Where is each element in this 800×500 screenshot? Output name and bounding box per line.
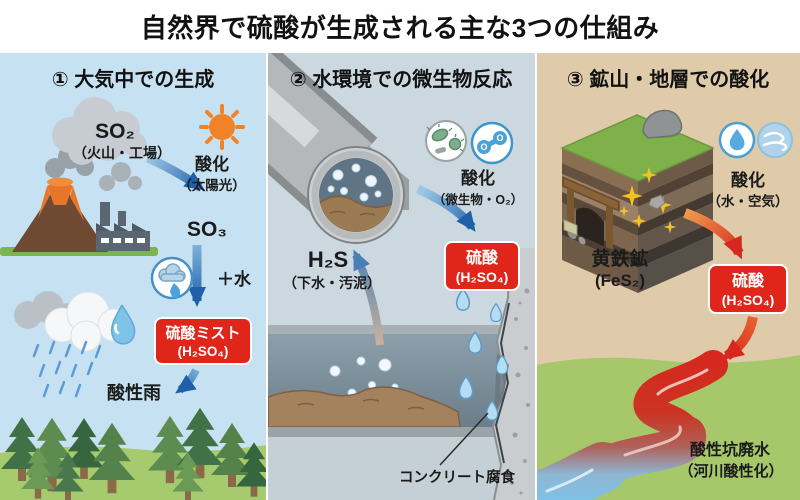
concrete-corrosion-label: コンクリート腐食 [399,468,515,486]
settling-tank [268,325,500,500]
panel-mine-strata: 硫酸 (H₂SO₄) ③ 鉱山・地層での酸化 酸化 （水・空気） 黄鉄鉱 (Fe… [537,53,800,500]
strata-side-face [638,148,713,293]
earth-block [560,109,715,293]
sulfuric-mist-box: 硫酸ミスト (H₂SO₄) [154,317,252,365]
panel1-header: ① 大気中での生成 [52,67,215,91]
acid-box-line2: (H₂SO₄) [722,292,775,308]
panel-water-microbes: O O 硫酸 (H₂SO₄) ② 水環境での微生物反応 酸化 （微生物・O₂） … [268,53,535,500]
volcano [12,177,108,252]
boulder [642,109,683,139]
o2-icon: O O [470,121,514,165]
so2-label: SO₂ [95,120,135,143]
acid-box-line1: 硫酸 [466,248,499,267]
rain-drop-large [110,304,136,345]
oxidation-by-label: （太陽光） [178,177,246,193]
page-title: 自然界で硫酸が生成される主な3つの仕組み [140,13,660,43]
mist-box-line1: 硫酸ミスト [165,324,240,342]
acid-rain-label: 酸性雨 [107,382,161,403]
title-bar: 自然界で硫酸が生成される主な3つの仕組み [0,0,800,53]
plus-water-label: ＋水 [217,269,252,289]
panel-water-graphic: O O 硫酸 (H₂SO₄) ② 水環境での微生物反応 酸化 （微生物・O₂） … [268,53,535,500]
wall-crack [494,302,510,464]
mist-box-line2: (H₂SO₄) [178,344,229,359]
sulfuric-acid-box: 硫酸 (H₂SO₄) [444,241,520,291]
h2s-label: H₂S [308,247,348,272]
so2-cloud [52,97,147,165]
acid-box-line1: 硫酸 [732,271,765,290]
arrow-acid-to-river [721,315,758,361]
rain-streaks [32,340,102,398]
oxidation-by-label: （微生物・O₂） [433,192,523,207]
arrow-pyrite-to-acid [683,208,744,260]
h2s-source-label: （下水・汚泥） [283,275,381,291]
acid-river [537,350,728,500]
corrosion-pointer-line [439,412,489,466]
ore-rock [648,194,666,210]
arrow-so2-to-so3 [146,153,205,191]
pipe-bubbles [327,163,382,202]
factory [96,202,150,251]
oxidation-label: 酸化 [195,154,229,174]
acid-box-line2: (H₂SO₄) [456,269,509,285]
acid-drainage-sub-label: （河川酸性化） [678,462,783,480]
sewer-pipe [268,53,409,244]
sulfuric-acid-box: 硫酸 (H₂SO₄) [708,264,788,314]
o2-letter: O [480,142,487,152]
acid-drainage-label: 酸性坑廃水 [690,440,771,459]
water-drop-icon [718,121,756,159]
mine-entrance [562,176,620,251]
so3-label: SO₃ [187,218,227,241]
panel3-header: ③ 鉱山・地層での酸化 [567,67,770,91]
oxidation-by-label: （水・空気） [708,193,789,209]
rain-cloud-icon [150,256,194,300]
oxidation-label: 酸化 [731,170,765,190]
factory-smoke [99,162,142,191]
panel-atmosphere: 硫酸ミスト (H₂SO₄) ① 大気中での生成 SO₂ （火山・工場） 酸化 （… [0,53,266,500]
arrow-pipe-to-acid [416,184,476,232]
concrete-wall [491,247,535,500]
sludge-mound [268,386,461,428]
panel2-header: ② 水環境での微生物反応 [290,67,513,91]
pyrite-label: 黄鉄鉱 [591,247,648,270]
so2-source-label: （火山・工場） [73,145,171,161]
oxidation-label: 酸化 [461,168,495,188]
panels-row: 硫酸ミスト (H₂SO₄) ① 大気中での生成 SO₂ （火山・工場） 酸化 （… [0,53,800,500]
pyrite-formula-label: (FeS₂) [595,271,645,290]
arrow-h2s-up [352,249,384,346]
rain-clouds [14,291,136,352]
sun-icon [199,104,245,150]
pipe-sludge [319,195,393,232]
panel-mine-graphic: 硫酸 (H₂SO₄) ③ 鉱山・地層での酸化 酸化 （水・空気） 黄鉄鉱 (Fe… [537,67,800,500]
o2-letter: O [496,133,503,143]
arrow-mist-to-rain [175,368,200,394]
microbe-icon [425,120,467,162]
wind-icon [757,122,793,158]
panel-atmosphere-graphic: 硫酸ミスト (H₂SO₄) ① 大気中での生成 SO₂ （火山・工場） 酸化 （… [0,67,266,500]
block-grass-top [560,114,715,182]
